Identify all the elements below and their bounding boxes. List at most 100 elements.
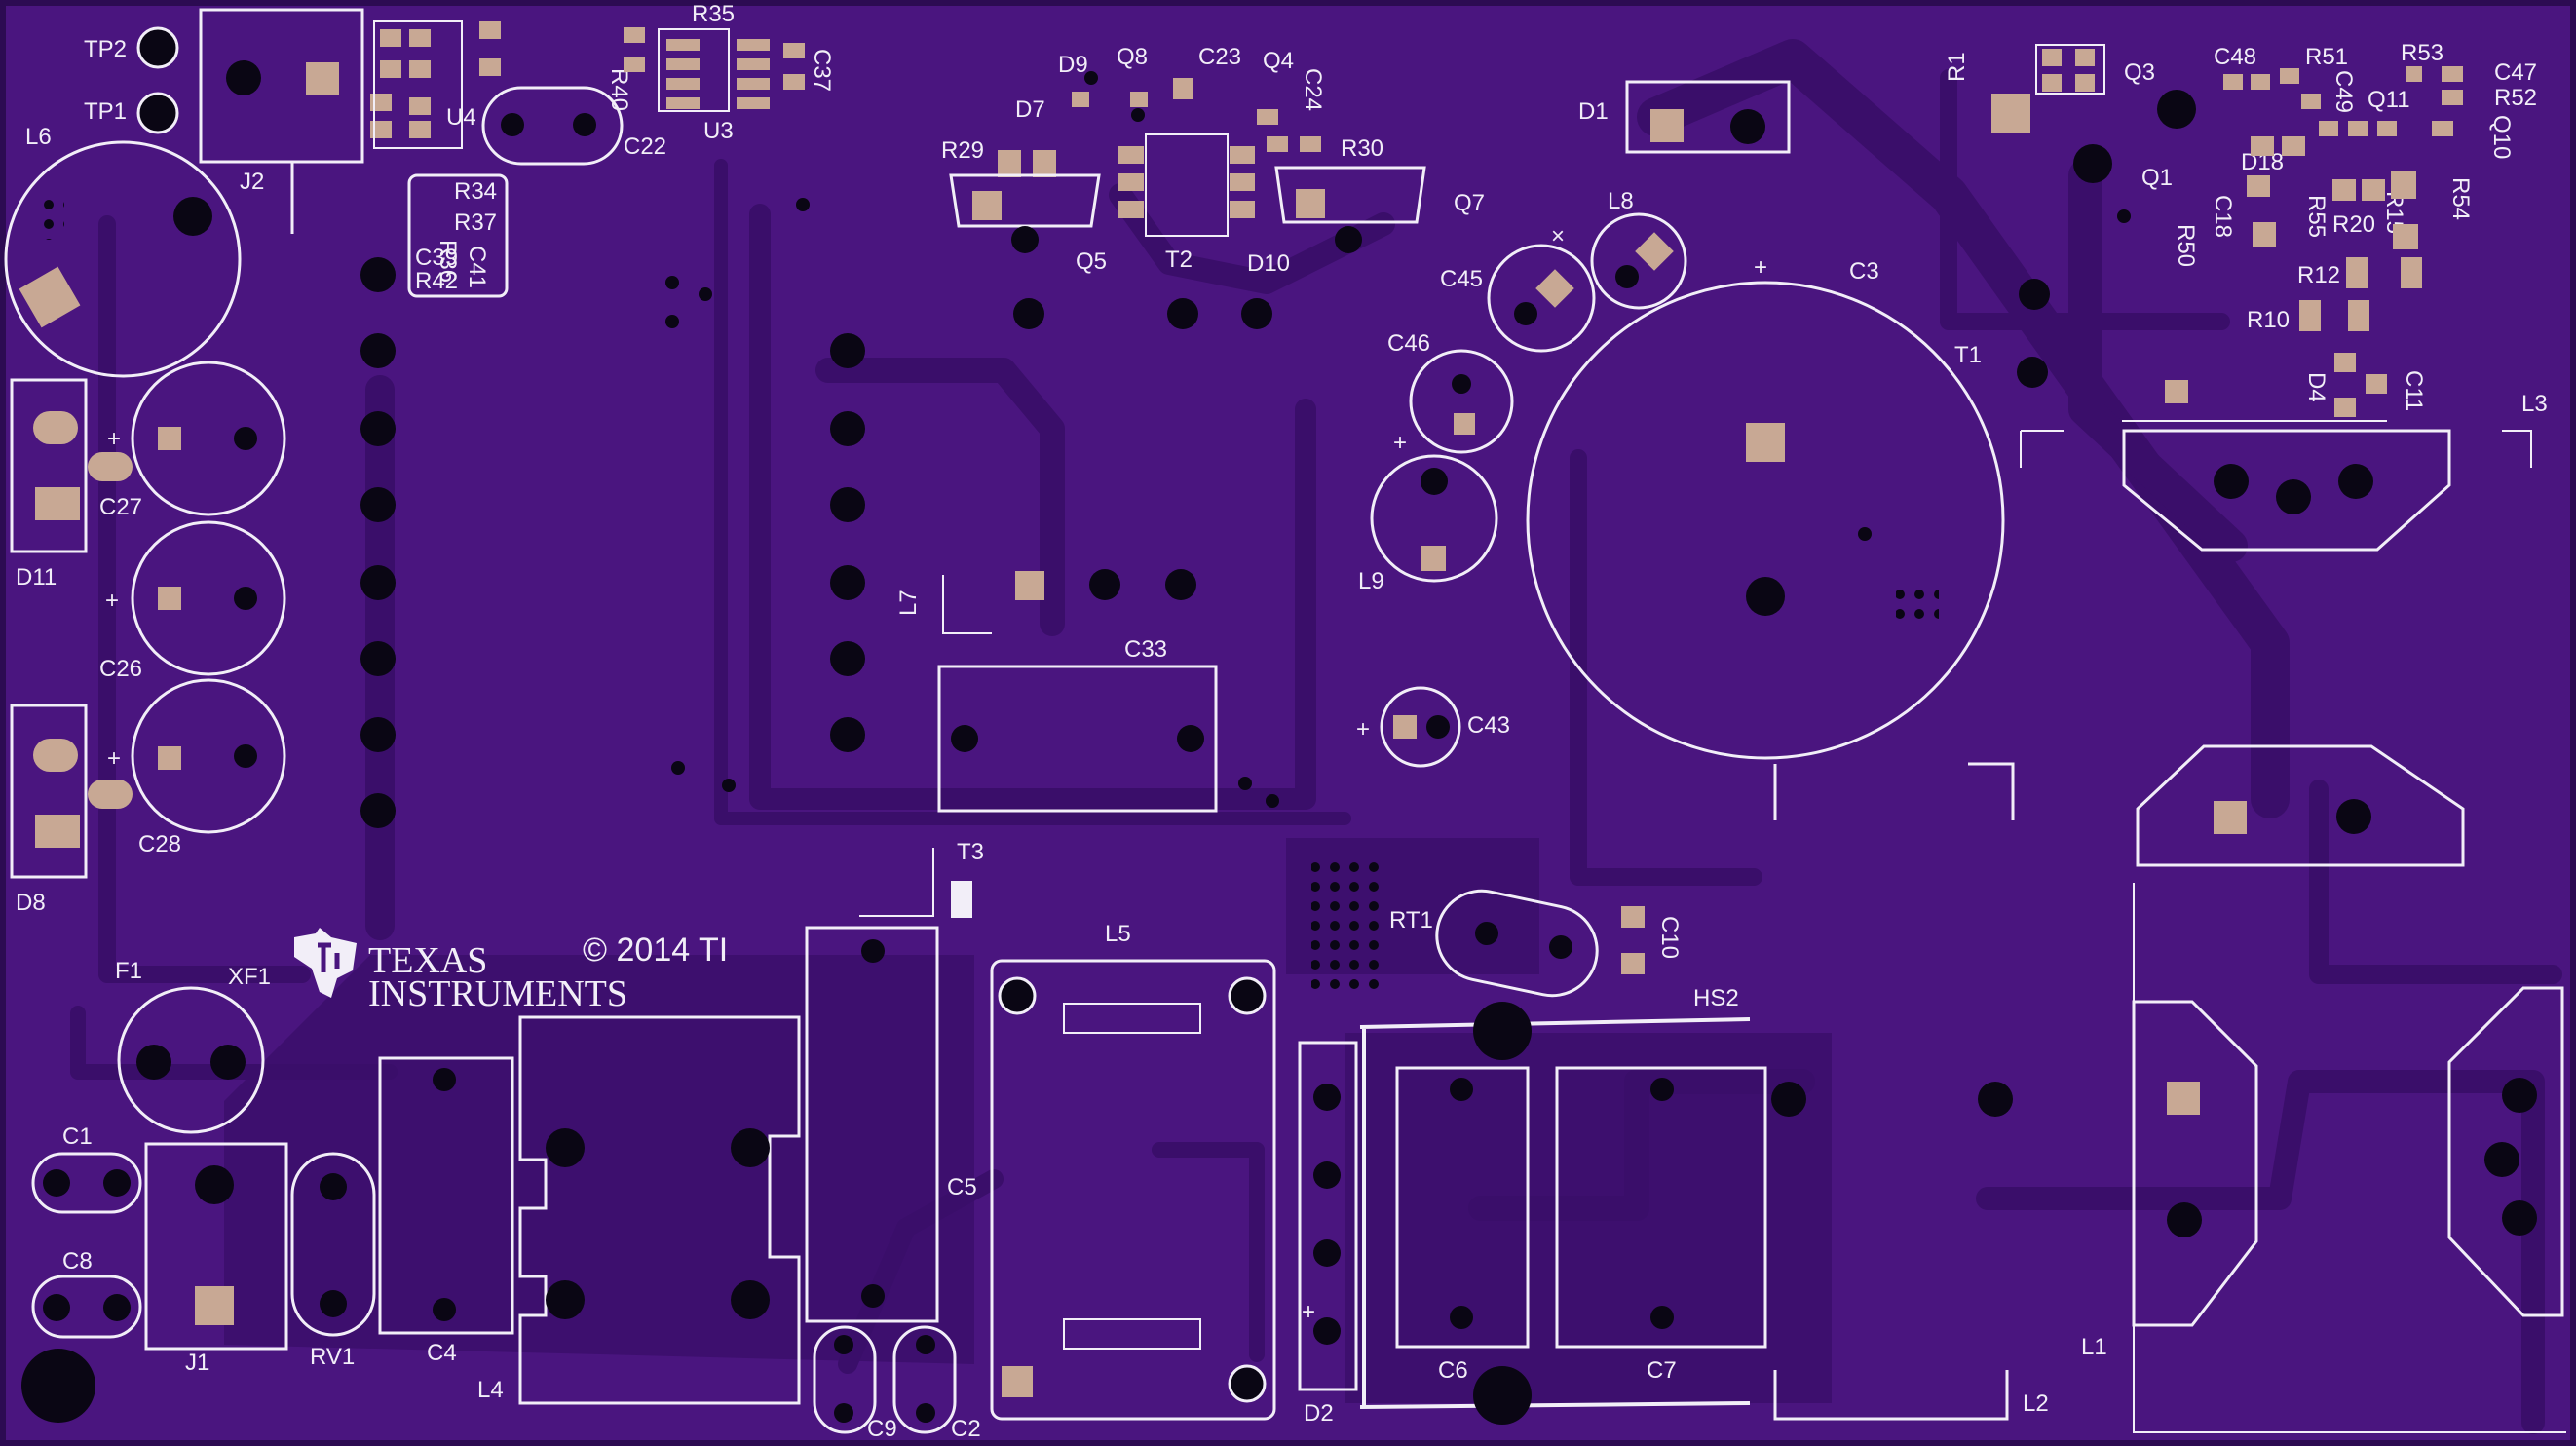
label-D4: D4 [2303,372,2330,402]
label-L2: L2 [2023,1390,2049,1417]
pad [1650,109,1684,142]
label-C4: C4 [427,1340,457,1366]
pad [1393,715,1417,739]
chip-u3 [658,28,730,112]
vias [665,71,2131,808]
mounting-hole [21,1349,95,1423]
label-C41: C41 [464,246,490,288]
label-D1: D1 [1578,98,1609,125]
drill [1771,1082,1806,1117]
drill [2338,464,2373,499]
drill [103,1169,131,1197]
label-C5: C5 [947,1174,977,1200]
silk [942,575,992,634]
drill [2017,357,2048,388]
pad [1991,94,2030,133]
label-T1: T1 [1954,342,1982,368]
capacitor-c46 [1409,349,1514,454]
label-U3: U3 [703,118,734,144]
diode-d11 [10,378,88,553]
drill [210,1045,246,1080]
drill [1313,1317,1341,1345]
label-C7: C7 [1647,1357,1677,1384]
pad [35,487,80,520]
pad [88,452,133,481]
label-D11: D11 [16,564,57,590]
drill [43,1294,70,1321]
testpoint-tp2 [136,26,179,69]
pad [33,739,78,772]
pad [972,191,1002,220]
drill [1421,468,1448,495]
label-C28: C28 [138,831,181,857]
drill [1228,976,1267,1015]
transistor-outline [2136,744,2465,867]
silk [373,20,463,149]
label-C45: C45 [1440,266,1483,292]
label-Q7: Q7 [1454,190,1485,216]
pad [88,780,133,809]
company-line1: TEXAS [368,940,487,981]
label-R53: R53 [2401,40,2443,66]
mark-plus: + [1393,430,1407,456]
drill [1313,1239,1341,1267]
drill [1450,1306,1473,1329]
label-R55: R55 [2303,195,2330,238]
drill [234,744,257,768]
drill [1228,1364,1267,1403]
drill [1475,922,1498,945]
pad [158,427,181,450]
capacitor-c1 [31,1152,142,1214]
label-D8: D8 [16,890,46,916]
drill [2167,1202,2202,1237]
diode-d1 [1625,80,1791,154]
thermistor-rt1 [1435,889,1599,998]
capacitor-c27 [131,361,286,516]
header-pins-left [360,257,865,828]
label-R40: R40 [606,68,632,111]
transistor-outline [2132,1000,2258,1327]
drill [43,1169,70,1197]
drill [1011,226,1039,253]
mark-plus: + [1302,1299,1315,1325]
inductor-l6 [4,140,242,378]
label-L6: L6 [25,124,52,150]
drill [861,939,885,963]
drill [546,1280,585,1319]
label-XF1: XF1 [228,964,271,990]
label-C1: C1 [62,1123,93,1150]
label-C6: C6 [1438,1357,1468,1384]
label-Q1: Q1 [2141,165,2173,191]
pad [951,881,972,918]
drill [2073,144,2112,183]
drill [1313,1161,1341,1189]
label-Q10: Q10 [2488,115,2515,159]
label-Q3: Q3 [2124,59,2155,86]
drill [2019,279,2050,310]
label-C39: C39 [415,245,458,271]
capacitor-c2 [892,1325,957,1434]
mark-plus: + [105,588,119,614]
drill [573,113,596,136]
capacitor-c7 [1555,1066,1767,1349]
drill [234,587,257,610]
drill [433,1068,456,1091]
label-C18: C18 [2210,195,2236,238]
drill [320,1290,347,1317]
drill [861,1284,885,1308]
label-C9: C9 [867,1416,897,1442]
varistor-rv1 [290,1152,376,1337]
drill [1549,935,1572,959]
label-C43: C43 [1467,712,1510,739]
capacitor-c33 [937,665,1218,813]
drill [1746,577,1785,616]
label-L7: L7 [895,590,922,616]
label-RT1: RT1 [1389,907,1433,933]
drill [916,1403,935,1423]
label-Q4: Q4 [1263,48,1294,74]
label-R37: R37 [454,209,497,236]
testpoint-tp1 [136,92,179,134]
drill [103,1294,131,1321]
drill [433,1298,456,1321]
